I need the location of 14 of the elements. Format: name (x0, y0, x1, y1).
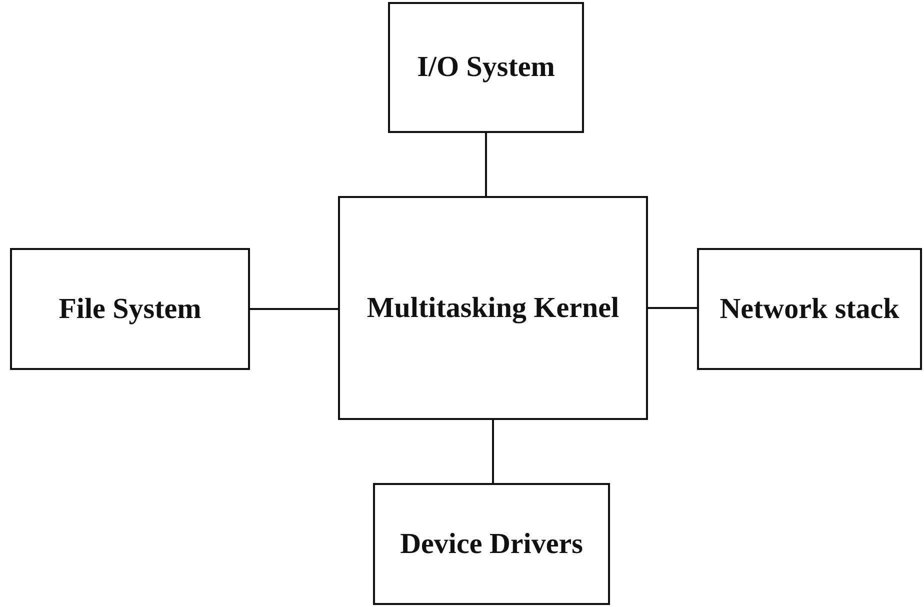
connector-line (492, 420, 494, 483)
process-box (697, 248, 922, 370)
process-box (10, 248, 250, 370)
box-label: Multitasking Kernel (366, 292, 620, 324)
process-box (373, 483, 610, 605)
box-label: Device Drivers (400, 528, 583, 560)
connector-line (485, 133, 487, 196)
process-box (388, 2, 584, 133)
box-label: I/O System (417, 51, 555, 84)
box-label: File System (58, 292, 202, 325)
box-label: Network stack (720, 292, 900, 325)
process-box (338, 196, 648, 420)
connector-line (648, 307, 697, 309)
connector-line (250, 308, 338, 310)
